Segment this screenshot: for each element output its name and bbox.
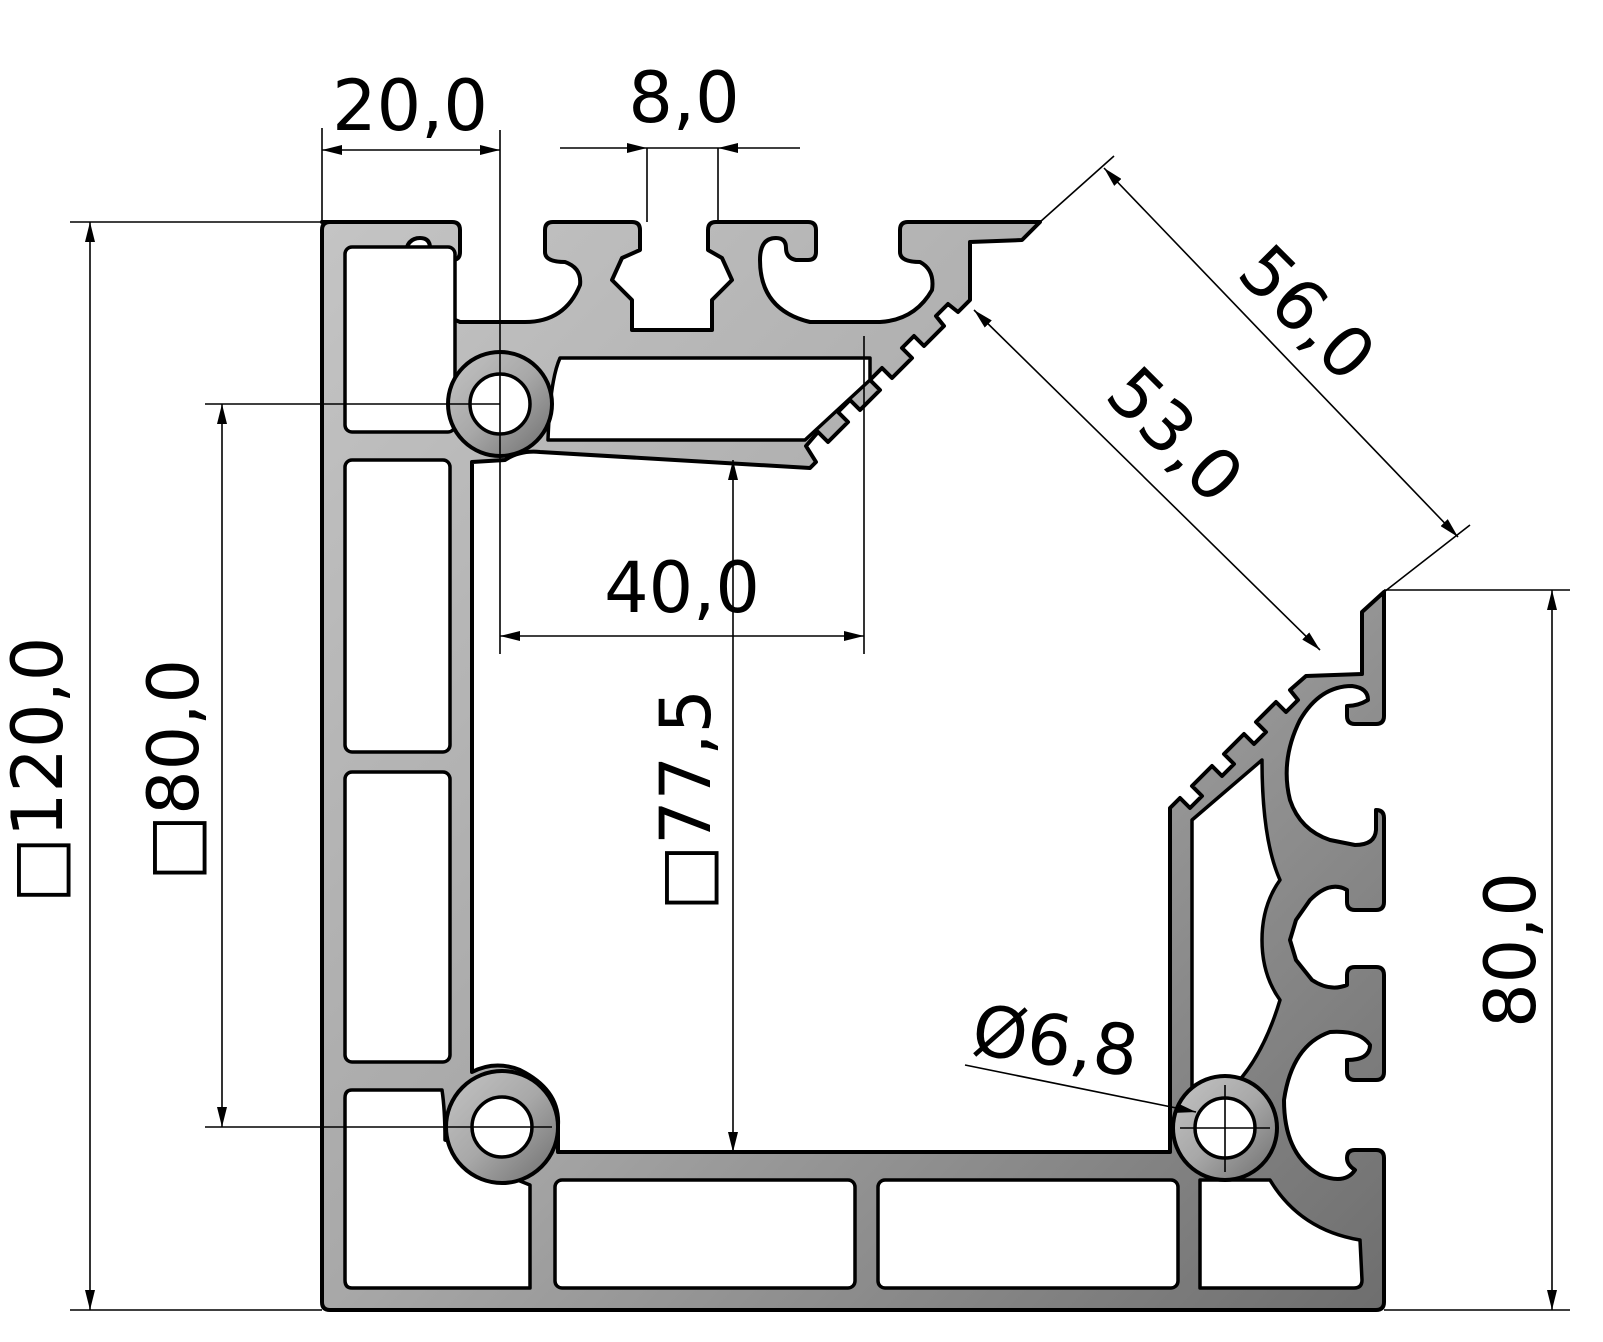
- dim-20: 20,0: [332, 65, 488, 147]
- cavity-left-top: [343, 245, 457, 434]
- dim-80-left: □80,0: [133, 659, 215, 881]
- dim-6-8: Ø6,8: [967, 989, 1143, 1093]
- dimension-lines: [70, 128, 1570, 1311]
- cavity-left-1: [343, 458, 452, 754]
- dim-40: 40,0: [604, 547, 760, 629]
- cavity-bottom-1: [553, 1178, 857, 1290]
- dim-77-5: □77,5: [645, 689, 727, 911]
- cavity-left-bottom: [343, 1088, 532, 1290]
- cavity-bottom-2: [876, 1178, 1180, 1290]
- dim-53: 53,0: [1091, 351, 1259, 519]
- dimension-labels: 20,0 8,0 56,0 53,0 40,0 □120,0 □80,0 □77…: [0, 57, 1552, 1093]
- dim-8: 8,0: [628, 57, 739, 139]
- dim-120: □120,0: [0, 637, 79, 904]
- cavity-bottom-right: [1198, 1178, 1364, 1290]
- dim-56: 56,0: [1223, 229, 1391, 397]
- aluminium-profile: [320, 220, 1386, 1312]
- cavity-left-2: [343, 770, 452, 1064]
- dim-80-right: 80,0: [1470, 872, 1552, 1028]
